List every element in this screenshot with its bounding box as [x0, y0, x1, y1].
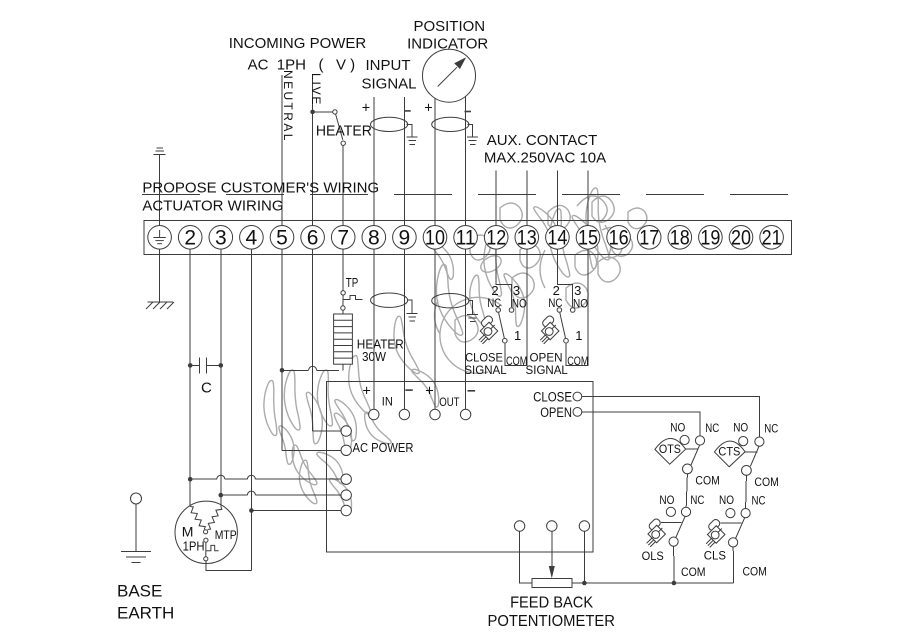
svg-text:POSITION: POSITION [413, 18, 485, 35]
svg-text:COM: COM [681, 567, 706, 579]
svg-text:FEED BACK: FEED BACK [510, 594, 593, 611]
svg-text:OPEN: OPEN [530, 350, 563, 364]
svg-text:18: 18 [670, 226, 690, 249]
svg-text:HEATER: HEATER [357, 336, 404, 351]
svg-text:COM: COM [743, 566, 767, 578]
svg-text:LIVE: LIVE [309, 73, 323, 106]
svg-text:14: 14 [547, 226, 567, 249]
svg-text:MTP: MTP [215, 528, 237, 542]
svg-text:NO: NO [659, 495, 674, 507]
svg-text:NO: NO [573, 297, 588, 311]
svg-text:6: 6 [307, 226, 319, 249]
svg-text:1: 1 [575, 328, 582, 343]
svg-text:3: 3 [574, 283, 581, 298]
svg-text:3: 3 [513, 283, 520, 298]
svg-text:SIGNAL: SIGNAL [526, 363, 569, 377]
svg-text:INPUT: INPUT [366, 57, 411, 74]
svg-text:+: + [362, 101, 370, 117]
svg-text:NC: NC [548, 296, 562, 310]
svg-text:INDICATOR: INDICATOR [407, 35, 488, 52]
svg-text:ACTUATOR WIRING: ACTUATOR WIRING [142, 198, 283, 215]
svg-text:NEUTRAL: NEUTRAL [281, 70, 295, 143]
svg-text:AC 1PH ( V ): AC 1PH ( V ) [248, 57, 356, 74]
svg-text:COM: COM [506, 354, 527, 368]
svg-text:+: + [424, 101, 432, 117]
svg-text:12: 12 [486, 226, 506, 249]
svg-text:17: 17 [639, 226, 659, 249]
svg-text:OLS: OLS [642, 551, 665, 563]
svg-text:21: 21 [762, 226, 782, 249]
svg-text:TP: TP [346, 275, 359, 290]
svg-text:CLOSE: CLOSE [465, 350, 503, 364]
svg-text:20: 20 [731, 226, 751, 249]
svg-text:5: 5 [276, 226, 288, 249]
svg-text:+: + [425, 383, 433, 399]
svg-text:30W: 30W [362, 349, 387, 364]
svg-text:2: 2 [553, 283, 560, 298]
svg-text:IN: IN [382, 395, 393, 409]
svg-text:9: 9 [399, 226, 411, 249]
svg-text:2: 2 [491, 283, 498, 298]
svg-text:BASE: BASE [117, 582, 162, 601]
svg-text:13: 13 [517, 226, 537, 249]
svg-text:NC: NC [487, 296, 501, 310]
svg-text:C: C [201, 380, 212, 397]
svg-text:AUX. CONTACT: AUX. CONTACT [487, 132, 598, 149]
svg-text:CTS: CTS [718, 447, 740, 459]
svg-text:2: 2 [184, 226, 196, 249]
svg-text:11: 11 [456, 226, 476, 249]
svg-text:SIGNAL: SIGNAL [464, 363, 507, 377]
svg-text:10: 10 [425, 226, 445, 249]
svg-text:3: 3 [215, 226, 227, 249]
svg-text:NO: NO [733, 423, 748, 435]
svg-text:OUT: OUT [439, 395, 460, 409]
svg-text:NC: NC [705, 423, 719, 435]
svg-text:NC: NC [764, 424, 778, 436]
svg-text:EARTH: EARTH [117, 603, 174, 622]
svg-text:CLOSE: CLOSE [533, 390, 572, 405]
svg-text:COM: COM [695, 476, 719, 488]
svg-text:CLS: CLS [704, 550, 727, 562]
svg-text:1: 1 [514, 328, 521, 343]
svg-text:OTS: OTS [659, 444, 681, 456]
svg-text:+: + [362, 383, 370, 399]
svg-text:NO: NO [512, 297, 527, 311]
svg-text:NC: NC [690, 495, 704, 507]
svg-text:MAX.250VAC 10A: MAX.250VAC 10A [484, 150, 606, 167]
svg-text:OPEN: OPEN [540, 405, 572, 420]
svg-text:POTENTIOMETER: POTENTIOMETER [487, 613, 615, 630]
svg-text:NO: NO [670, 422, 685, 434]
svg-text:1PH: 1PH [183, 539, 205, 554]
svg-text:4: 4 [246, 226, 258, 249]
svg-text:NC: NC [752, 496, 766, 508]
svg-text:COM: COM [754, 477, 778, 489]
svg-text:7: 7 [337, 226, 349, 249]
svg-text:8: 8 [368, 226, 380, 249]
svg-text:19: 19 [700, 226, 720, 249]
svg-text:COM: COM [567, 354, 588, 368]
svg-text:INCOMING POWER: INCOMING POWER [229, 35, 367, 52]
svg-text:HEATER: HEATER [316, 123, 372, 140]
svg-text:PROPOSE CUSTOMER'S WIRING: PROPOSE CUSTOMER'S WIRING [142, 180, 379, 197]
svg-text:15: 15 [578, 226, 598, 249]
svg-text:16: 16 [609, 226, 629, 249]
svg-text:NO: NO [719, 495, 734, 507]
svg-text:M: M [182, 524, 194, 540]
svg-text:SIGNAL: SIGNAL [361, 75, 416, 92]
svg-text:AC POWER: AC POWER [353, 440, 414, 455]
